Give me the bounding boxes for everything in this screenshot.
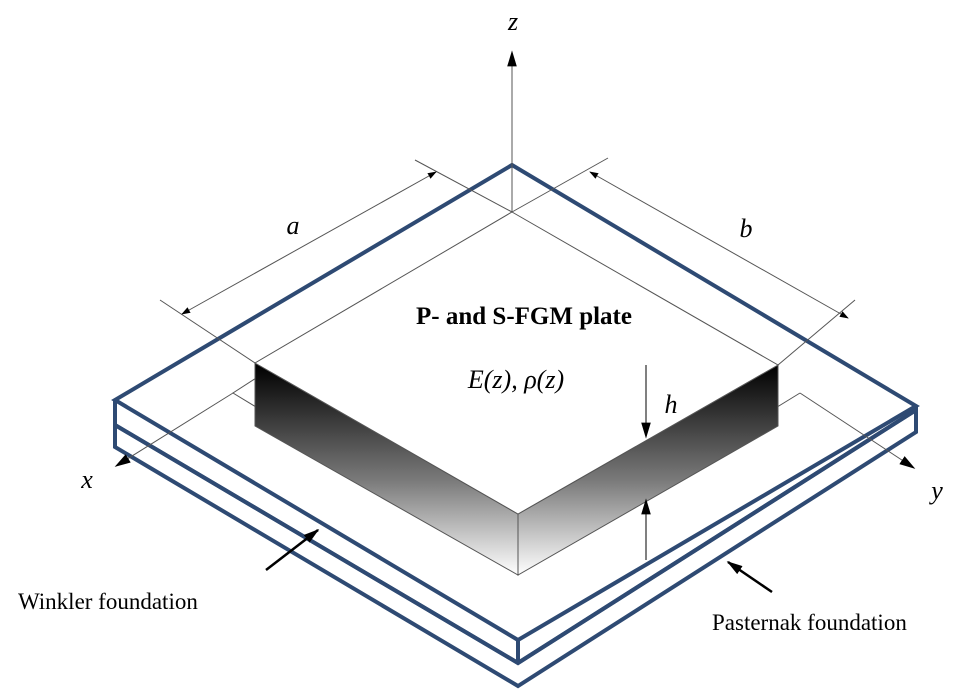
z-axis-label: z bbox=[507, 7, 518, 36]
foundation-top-outline bbox=[111, 162, 920, 663]
dimension-arrows bbox=[181, 171, 849, 319]
pasternak-foundation-label: Pasternak foundation bbox=[712, 610, 907, 635]
plate-title: P- and S-FGM plate bbox=[416, 303, 632, 330]
foundation-lower-layer bbox=[113, 410, 918, 689]
x-axis-label: x bbox=[80, 465, 93, 494]
y-axis-label: y bbox=[928, 476, 943, 505]
coordinate-axes bbox=[114, 50, 916, 469]
dimension-a-label: a bbox=[287, 211, 300, 240]
thickness-h-label: h bbox=[665, 390, 678, 419]
y-axis bbox=[799, 392, 916, 469]
winkler-pointer-arrow bbox=[265, 529, 320, 571]
text-labels: z x y a b h P- and S-FGM plate E(z), ρ(z… bbox=[18, 7, 943, 635]
x-axis bbox=[114, 392, 234, 467]
dimension-b-arrow bbox=[589, 171, 849, 319]
material-properties: E(z), ρ(z) bbox=[467, 365, 564, 394]
foundation-pointer-arrows bbox=[265, 529, 773, 594]
dimension-extension-lines bbox=[159, 157, 856, 366]
pasternak-pointer-arrow bbox=[726, 560, 773, 594]
dimension-a-arrow bbox=[181, 171, 437, 315]
dimension-b-label: b bbox=[740, 214, 753, 243]
winkler-foundation-label: Winkler foundation bbox=[18, 589, 198, 614]
